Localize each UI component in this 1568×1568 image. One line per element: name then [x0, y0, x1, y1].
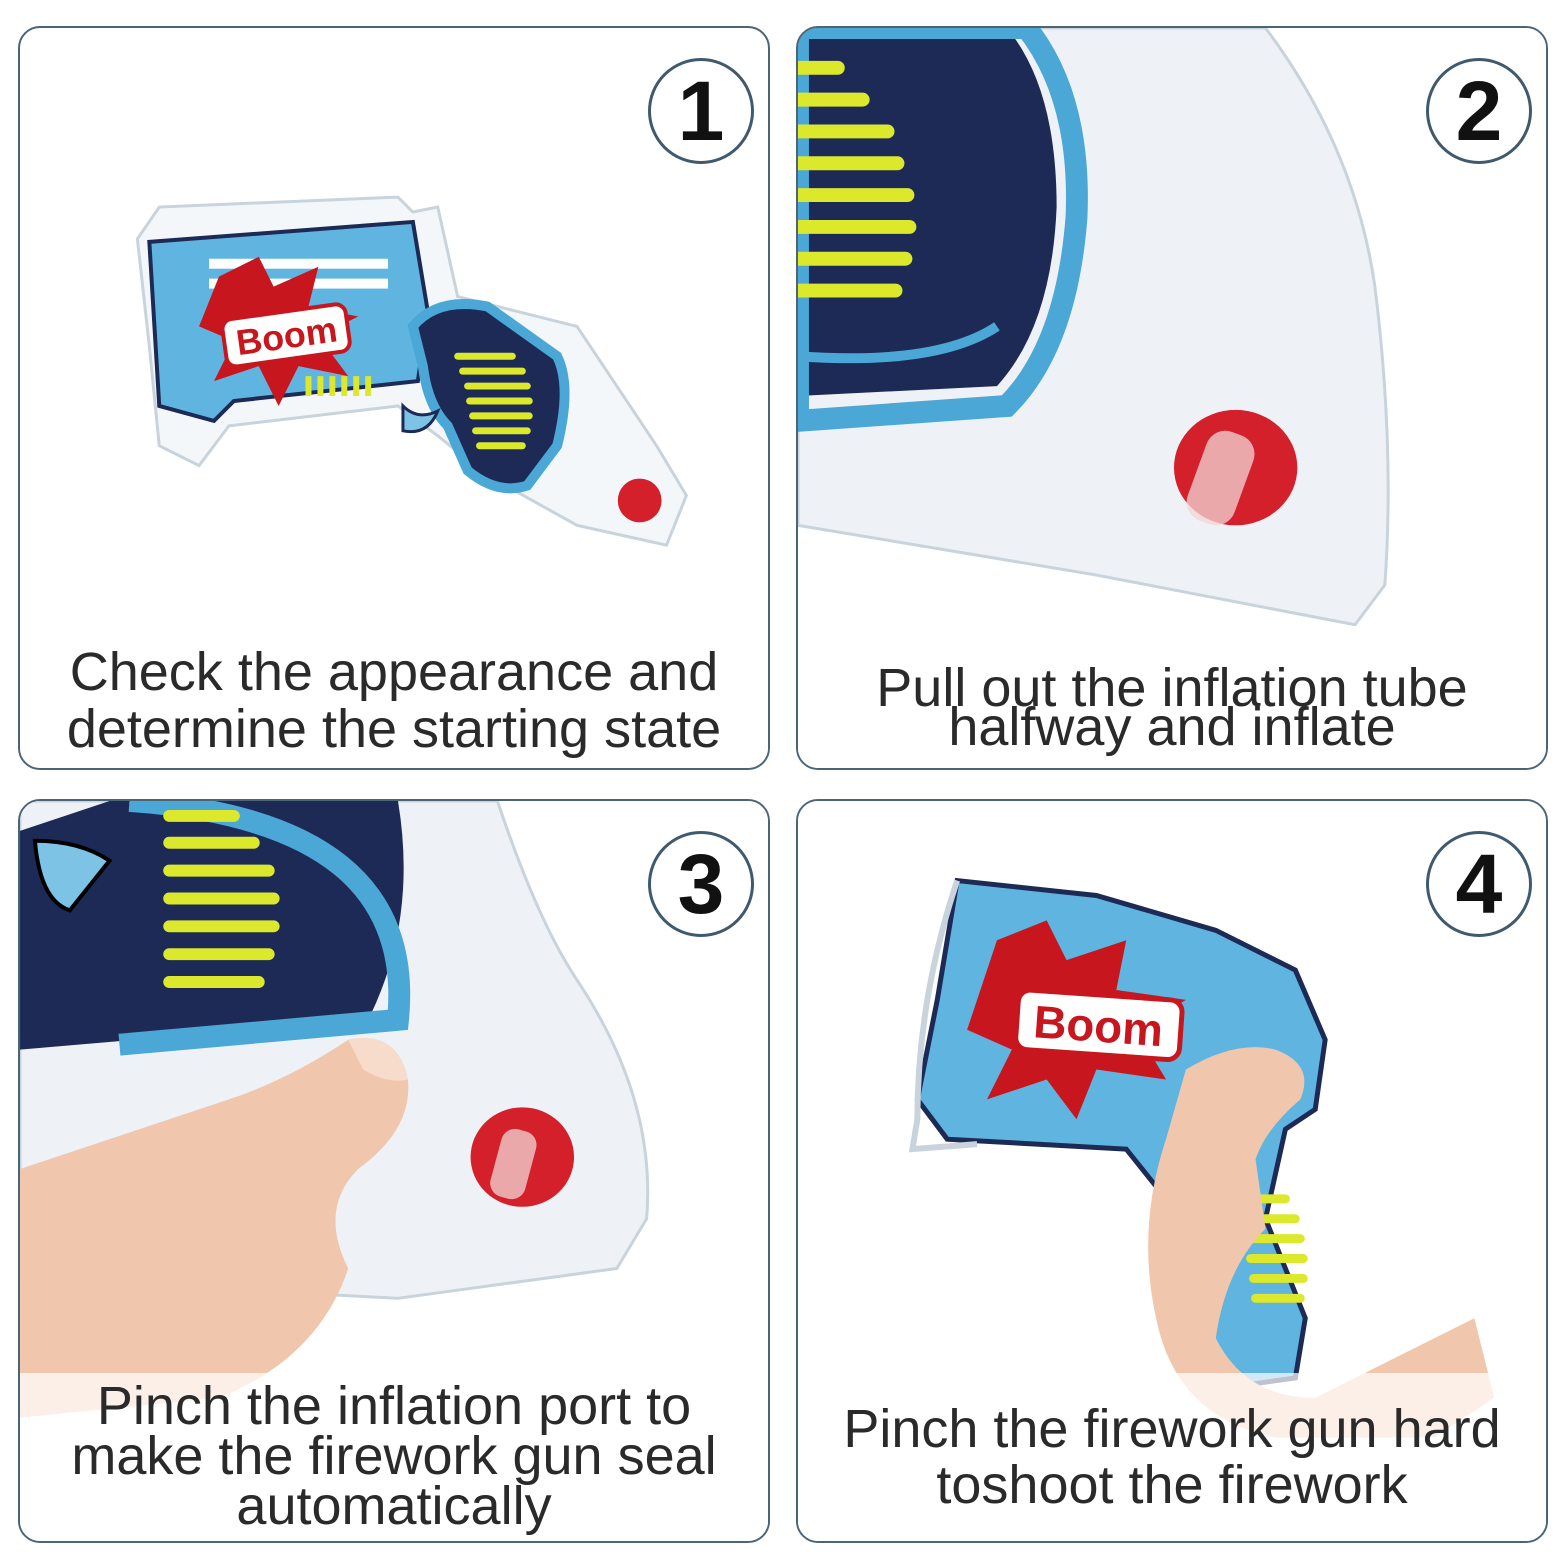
valve-dot [617, 478, 662, 523]
hand-fingers [20, 1038, 409, 1418]
product-photo-deflated-gun: Boom [20, 28, 768, 768]
caption-band: Check the appearance and determine the s… [20, 634, 768, 768]
step-panel-4: Boom 4 Pinch the firework gun hard tosho… [796, 799, 1548, 1543]
step-panel-3: 3 Pinch the inflation port to make the f… [18, 799, 770, 1543]
caption-band: Pull out the inflation tube halfway and … [798, 634, 1546, 768]
step-number-badge: 3 [648, 831, 754, 937]
step-caption: Check the appearance and determine the s… [66, 641, 722, 759]
step-number-badge: 2 [1426, 58, 1532, 164]
step-number-badge: 1 [648, 58, 754, 164]
caption-band: Pinch the inflation port to make the fir… [20, 1373, 768, 1541]
step-number-badge: 4 [1426, 831, 1532, 937]
gun-boom-label: Boom [1032, 996, 1165, 1056]
step-caption: Pinch the inflation port to make the fir… [71, 1376, 717, 1536]
hand-squeezing [1148, 1047, 1495, 1438]
step-panel-2: 2 Pull out the inflation tube halfway an… [796, 26, 1548, 770]
step-caption: Pull out the inflation tube halfway and … [876, 658, 1468, 757]
caption-band: Pinch the firework gun hard toshoot the … [798, 1373, 1546, 1541]
step-panel-1: Boom [18, 26, 770, 770]
gun-illustration: Boom [135, 195, 689, 547]
step-caption: Pinch the firework gun hard toshoot the … [843, 1398, 1501, 1515]
